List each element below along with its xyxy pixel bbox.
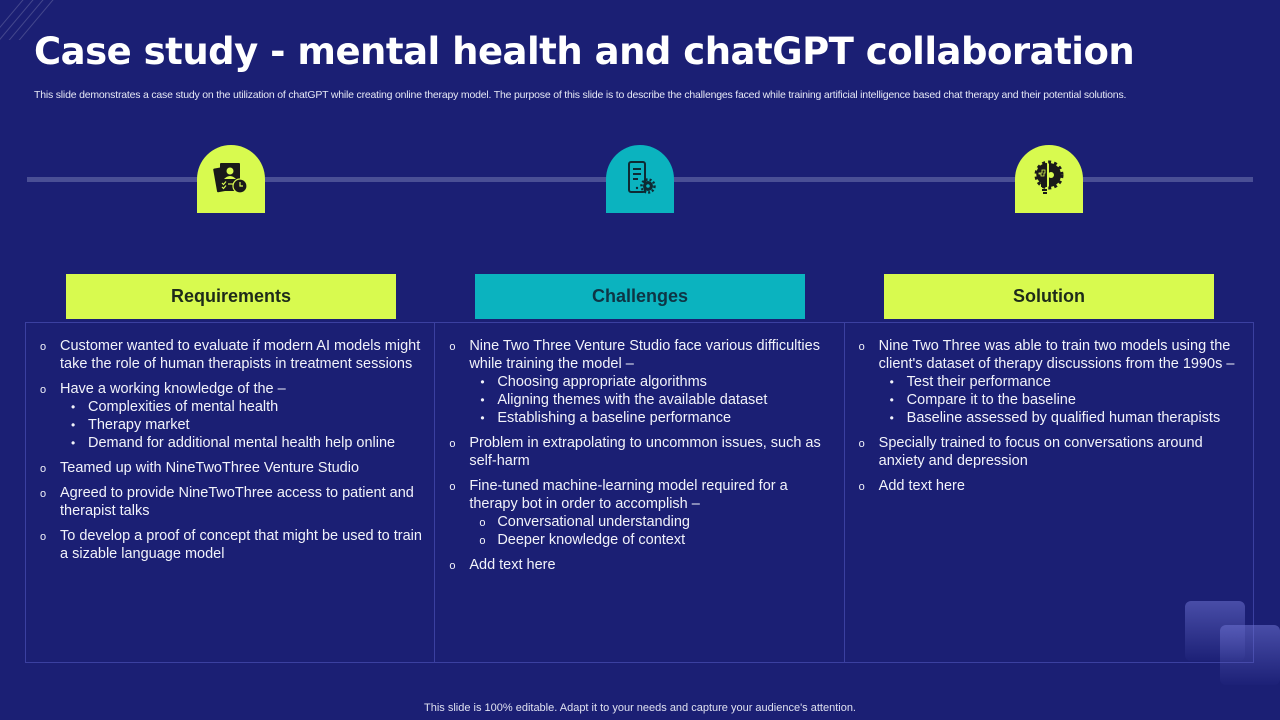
sub-list-item: Complexities of mental health [60,398,426,416]
requirements-header: Requirements [66,274,396,319]
sub-list-item: Test their performance [879,373,1245,391]
mobile-settings-icon [628,161,656,194]
list-item: Specially trained to focus on conversati… [859,434,1245,470]
decorative-square [1220,625,1280,685]
list-item: Nine Two Three was able to train two mod… [859,337,1245,427]
list-item: Agreed to provide NineTwoThree access to… [40,484,426,520]
sub-list-item: Baseline assessed by qualified human the… [879,409,1245,427]
list-item: To develop a proof of concept that might… [40,527,426,563]
footer-note: This slide is 100% editable. Adapt it to… [424,702,856,714]
requirements-icon-tab [197,145,265,213]
slide-subtitle: This slide demonstrates a case study on … [34,89,1127,101]
sub-list-item: Establishing a baseline performance [469,409,835,427]
challenges-icon-tab [606,145,674,213]
sub-list-item: Aligning themes with the available datas… [469,391,835,409]
sub-list: Complexities of mental health Therapy ma… [60,398,426,452]
list-item: Have a working knowledge of the – Comple… [40,380,426,452]
list-item: Add text here [449,556,835,575]
solution-list: Nine Two Three was able to train two mod… [859,337,1245,496]
content-table: Customer wanted to evaluate if modern AI… [25,322,1254,663]
requirements-column: Customer wanted to evaluate if modern AI… [26,323,436,662]
sub-list-item: Therapy market [60,416,426,434]
solution-icon-tab [1015,145,1083,213]
requirements-list: Customer wanted to evaluate if modern AI… [40,337,426,563]
sub-list-item: Conversational understanding [469,513,835,532]
sub-list: Conversational understanding Deeper know… [469,513,835,550]
list-item: Nine Two Three Venture Studio face vario… [449,337,835,427]
challenges-header: Challenges [475,274,805,319]
sub-list-item: Deeper knowledge of context [469,531,835,550]
solution-header: Solution [884,274,1214,319]
lightbulb-gear-icon [1034,160,1064,194]
sub-list-item: Demand for additional mental health help… [60,434,426,452]
sub-list: Test their performance Compare it to the… [879,373,1245,427]
solution-column: Nine Two Three was able to train two mod… [845,323,1253,662]
sub-list-item: Choosing appropriate algorithms [469,373,835,391]
challenges-column: Nine Two Three Venture Studio face vario… [435,323,845,662]
list-item: Customer wanted to evaluate if modern AI… [40,337,426,373]
sub-list: Choosing appropriate algorithms Aligning… [469,373,835,427]
list-item: Problem in extrapolating to uncommon iss… [449,434,835,470]
list-item: Fine-tuned machine-learning model requir… [449,477,835,550]
profile-checklist-clock-icon [213,163,248,194]
list-item: Add text here [859,477,1245,496]
sub-list-item: Compare it to the baseline [879,391,1245,409]
list-item: Teamed up with NineTwoThree Venture Stud… [40,459,426,478]
slide-title: Case study - mental health and chatGPT c… [34,30,1135,73]
challenges-list: Nine Two Three Venture Studio face vario… [449,337,835,575]
